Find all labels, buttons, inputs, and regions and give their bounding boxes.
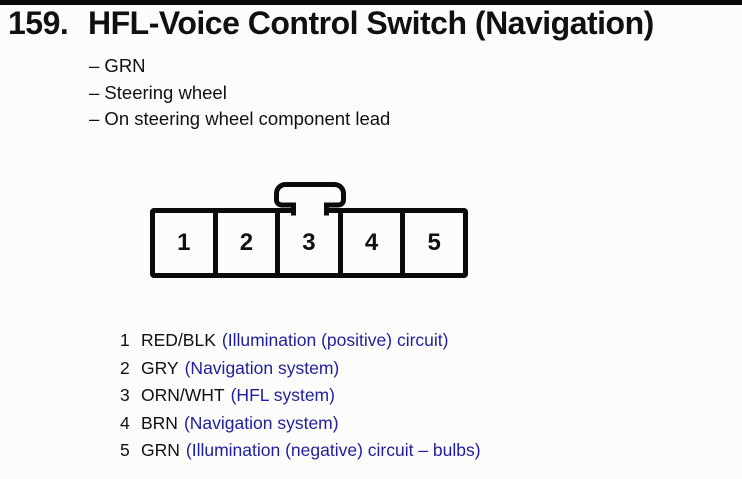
pin-number: 2 [120,357,130,378]
circuit-label: (Illumination (negative) circuit – bulbs… [185,440,481,460]
wire-color: BRN [141,412,178,433]
section-number: 159. [8,5,69,41]
section-title: HFL-Voice Control Switch (Navigation) [88,5,654,41]
pin-cell-number: 3 [302,229,316,256]
pin-cell-number: 4 [364,229,379,256]
pin-assignment-list: 1 RED/BLK (Illumination (positive) circu… [120,327,481,465]
connector-pin-cell: 4 [343,213,406,273]
note-item: – On steering wheel component lead [89,108,391,129]
page-title: 159. HFL-Voice Control Switch (Navigatio… [8,5,654,42]
connector-pin-cell: 1 [155,213,218,273]
connector-diagram: 1 2 3 4 5 [150,208,468,278]
pin-cell-number: 5 [427,229,441,256]
note-item: – Steering wheel [89,81,227,103]
pin-row: 3 ORN/WHT (HFL system) [120,382,481,410]
circuit-label: (Navigation system) [184,357,340,378]
connector-pin-cell: 3 [280,213,343,273]
wire-color: GRN [141,440,180,460]
pin-row: 1 RED/BLK (Illumination (positive) circu… [120,327,481,355]
page-top-border [0,0,742,5]
circuit-label: (Navigation system) [183,412,339,433]
notes-list: – GRN – Steering wheel – On steering whe… [89,53,390,133]
connector-pin-cell: 2 [218,213,281,273]
pin-number: 3 [120,385,130,405]
wire-color: RED/BLK [141,330,216,350]
pin-row: 4 BRN (Navigation system) [120,410,481,438]
pin-row: 5 GRN (Illumination (negative) circuit –… [120,437,481,465]
pin-cell-number: 2 [239,229,254,256]
pin-number: 5 [120,440,130,460]
connector-lock-tab-icon [274,182,346,216]
pin-row: 2 GRY (Navigation system) [120,355,481,383]
circuit-label: (Illumination (positive) circuit) [221,330,449,350]
pin-number: 4 [120,412,130,433]
connector-pin-cell: 5 [405,213,463,273]
note-item: – GRN [89,55,146,76]
pin-cell-number: 1 [177,229,191,256]
wire-color: ORN/WHT [141,385,225,405]
pin-number: 1 [120,330,130,350]
wire-color: GRY [141,357,179,378]
circuit-label: (HFL system) [230,385,335,405]
